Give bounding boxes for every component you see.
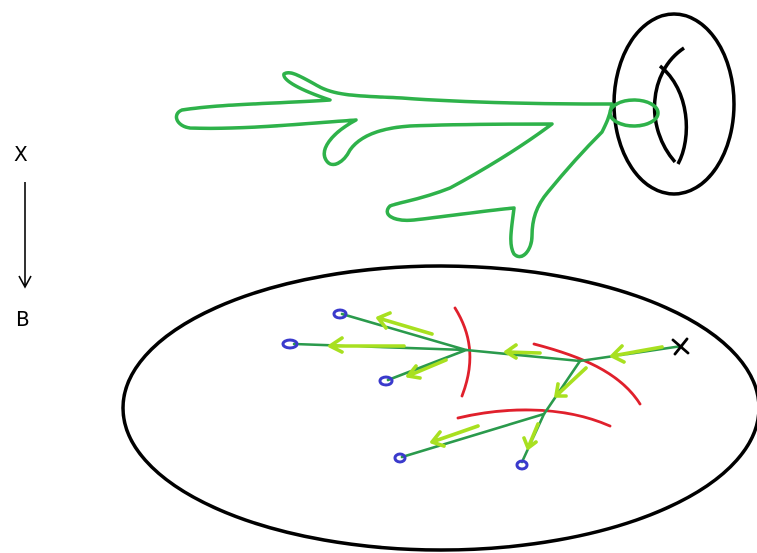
label-b: B [16,307,30,331]
arrow-middle-branch [330,338,404,352]
branch-shape-outline [176,73,612,257]
label-x: X [14,142,28,166]
torus-inner-front [655,48,684,162]
tree-branch-down-left [402,414,544,457]
arrow-lower-branch [408,360,446,378]
tree-lines [294,314,682,462]
arrow-down-right-branch [524,424,538,448]
torus-outer [614,14,734,194]
tree-branch-down [544,361,580,414]
disc-ellipse [123,266,757,550]
branch-base-loop [610,100,658,126]
tree-branch-lower [388,350,466,380]
arrow-trunk-right [612,346,662,362]
axis-annotation: X B [14,142,31,331]
arrow-top-branch [378,313,432,334]
torus-ring [614,14,734,194]
circle-endpoint-icon [517,461,527,469]
endpoints [283,310,527,469]
circle-endpoint-icon [395,454,405,462]
circle-endpoint-icon [380,377,392,385]
branch-shape [176,73,658,257]
